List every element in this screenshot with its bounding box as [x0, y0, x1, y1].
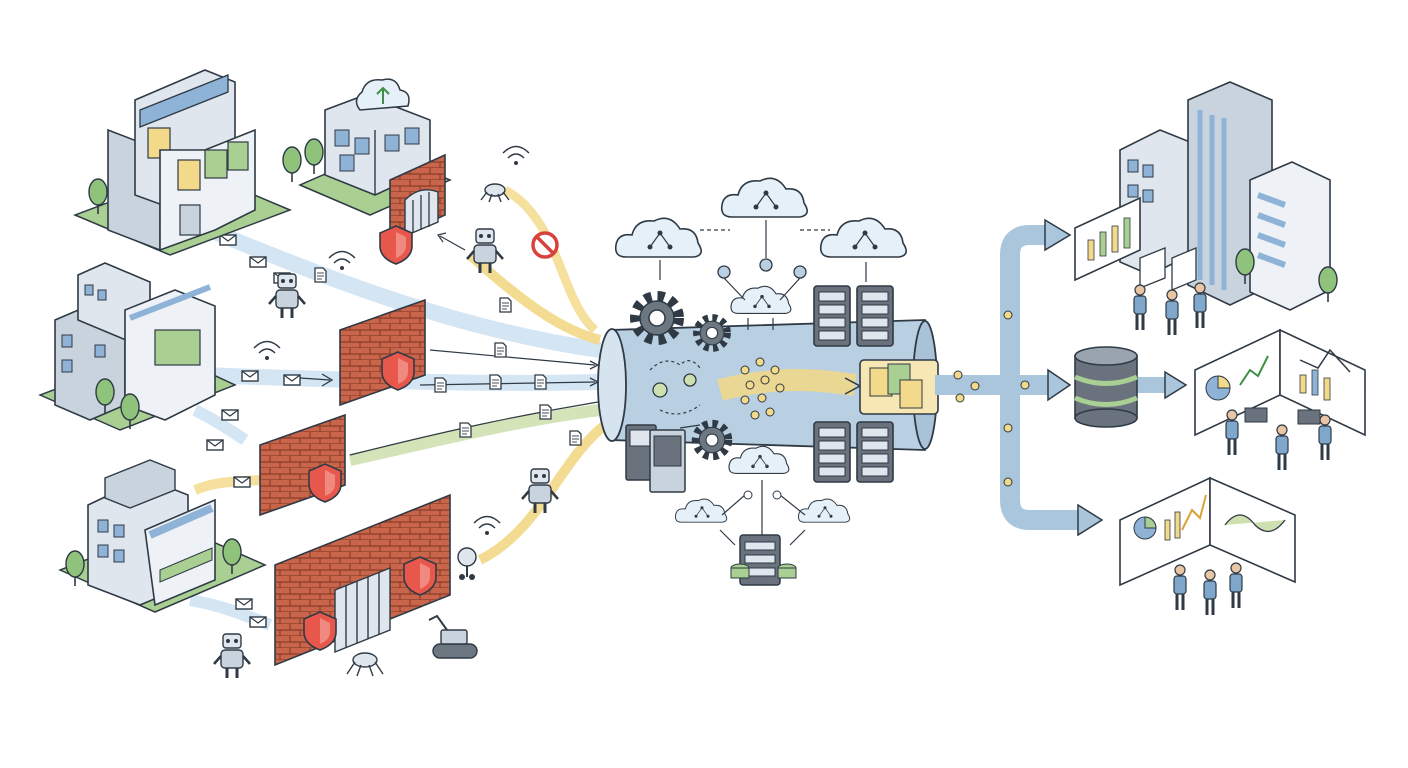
- dashboard-middle: [1195, 330, 1365, 470]
- document-icon: [495, 343, 506, 357]
- source-building-top-left: [75, 70, 290, 255]
- blocked-sign-icon: [533, 233, 557, 257]
- cloud-network-icon: [722, 178, 807, 217]
- cloud-network-icon: [616, 218, 701, 257]
- stream-blocked: [505, 190, 595, 330]
- person-icon: [1194, 283, 1206, 328]
- cloud-network-icon: [798, 499, 849, 522]
- tree-icon: [305, 139, 323, 174]
- envelope-icon: [250, 617, 266, 627]
- source-building-middle-left: [40, 263, 235, 430]
- tree-icon: [66, 551, 84, 586]
- wifi-signal-icon: [329, 252, 355, 271]
- wifi-signal-icon: [474, 517, 500, 536]
- spider-bot-icon: [347, 653, 383, 676]
- firewall-bottom: [275, 495, 450, 665]
- document-icon: [535, 375, 546, 389]
- tree-icon: [283, 147, 301, 182]
- storage-cluster: [731, 535, 796, 585]
- dashboard-bottom: [1120, 478, 1295, 615]
- person-icon: [1226, 410, 1238, 455]
- server-rack-icon: [857, 286, 893, 346]
- shield-icon: [404, 557, 436, 595]
- processed-documents: [860, 360, 938, 414]
- firewall-icon: [260, 415, 345, 515]
- server-rack-icon: [857, 422, 893, 482]
- document-icon: [435, 378, 446, 392]
- envelope-icon: [234, 477, 250, 487]
- person-icon: [1230, 563, 1242, 608]
- robot-icon: [214, 634, 250, 678]
- tree-icon: [1319, 267, 1337, 302]
- document-icon: [460, 423, 471, 437]
- server-rack-icon: [814, 422, 850, 482]
- person-icon: [1276, 425, 1288, 470]
- envelope-icon: [250, 257, 266, 267]
- wifi-signal-icon: [254, 342, 280, 361]
- firewall-lower: [260, 415, 345, 515]
- person-icon: [1319, 415, 1331, 460]
- envelope-icon: [220, 235, 236, 245]
- stream-lower: [350, 410, 600, 460]
- database-icon: [1075, 347, 1137, 427]
- cloud-network-icon: [729, 446, 789, 473]
- cloud-network-icon: [675, 499, 726, 522]
- wifi-signal-icon: [503, 147, 529, 166]
- person-icon: [1174, 565, 1186, 610]
- envelope-icon: [222, 410, 238, 420]
- envelope-icon: [207, 440, 223, 450]
- person-icon: [1134, 285, 1146, 330]
- shield-icon: [309, 464, 341, 502]
- shield-icon: [382, 352, 414, 390]
- envelope-icon: [284, 375, 300, 385]
- envelope-icon: [236, 599, 252, 609]
- processing-hub: [598, 286, 938, 492]
- cloud-network-icon: [731, 286, 791, 313]
- shield-icon: [380, 226, 412, 264]
- document-icon: [500, 298, 511, 312]
- output-pipe-top: [935, 235, 1045, 385]
- envelope-icon: [242, 371, 258, 381]
- person-icon: [1166, 290, 1178, 335]
- cloud-network-icon: [821, 218, 906, 257]
- shield-icon: [304, 612, 336, 650]
- document-icon: [540, 405, 551, 419]
- server-rack-icon: [814, 286, 850, 346]
- robot-icon: [458, 548, 476, 580]
- hub-terminal: [626, 425, 685, 492]
- document-icon: [315, 268, 326, 282]
- dashboard-icon: [1210, 478, 1295, 582]
- document-icon: [570, 431, 581, 445]
- crawler-robot-icon: [429, 616, 477, 658]
- output-pipe-bottom: [1010, 385, 1080, 520]
- document-icon: [490, 375, 501, 389]
- person-icon: [1204, 570, 1216, 615]
